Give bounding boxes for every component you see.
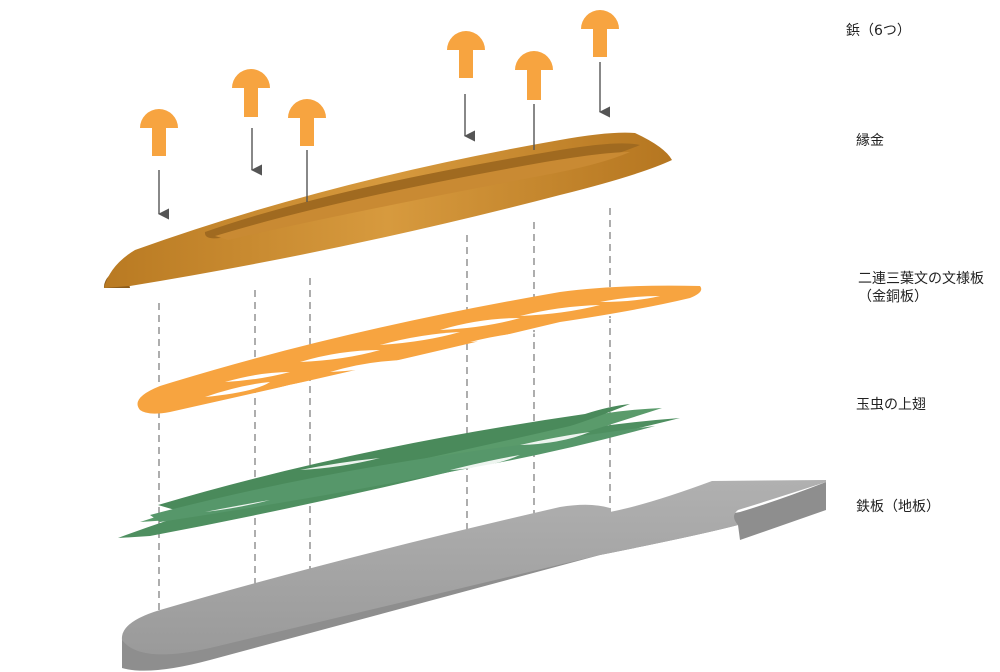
rivet (288, 99, 326, 146)
wing-layer (150, 426, 655, 522)
label-pattern-plate-line1: 二連三葉文の文様板 (858, 271, 984, 287)
cutout (205, 382, 270, 397)
cutout (300, 350, 380, 362)
cutout (600, 296, 660, 302)
cutout (440, 318, 520, 330)
cutout (400, 350, 470, 360)
cutout (520, 305, 600, 316)
pattern-plate-body (137, 285, 702, 414)
cutout (265, 380, 330, 392)
cutout (380, 332, 460, 345)
rim-frame (103, 132, 672, 288)
base-plate-top (121, 480, 826, 655)
wing-gap (520, 432, 590, 445)
wing-layer (158, 404, 630, 510)
openwork-pattern-plate (137, 285, 702, 414)
rivet (581, 10, 619, 57)
wing-gap (450, 455, 520, 470)
rivet (515, 51, 553, 100)
cutout (330, 360, 410, 372)
wing-gap (205, 500, 270, 512)
guide-lines (158, 208, 611, 612)
label-pattern-plate: 二連三葉文の文様板 （金銅板） (858, 270, 984, 306)
rivets (140, 10, 619, 156)
iron-base-plate (121, 480, 826, 671)
cutout (225, 372, 290, 382)
label-base: 鉄板（地板） (856, 499, 940, 515)
openwork-cutouts (205, 296, 660, 397)
label-wings: 玉虫の上翅 (856, 397, 926, 413)
label-rivets: 鋲（6つ） (846, 23, 911, 39)
cutout (540, 318, 615, 328)
cutout (470, 332, 540, 342)
rivet-arrows (157, 62, 611, 220)
rim-frame-inner-floor (215, 152, 630, 240)
jewel-beetle-wings (118, 404, 680, 538)
rivet (140, 109, 178, 156)
rivet (232, 69, 270, 117)
rivet (447, 31, 485, 78)
label-rim: 縁金 (856, 133, 884, 149)
wing-gap (300, 458, 380, 470)
label-pattern-plate-line2: （金銅板） (858, 289, 928, 305)
